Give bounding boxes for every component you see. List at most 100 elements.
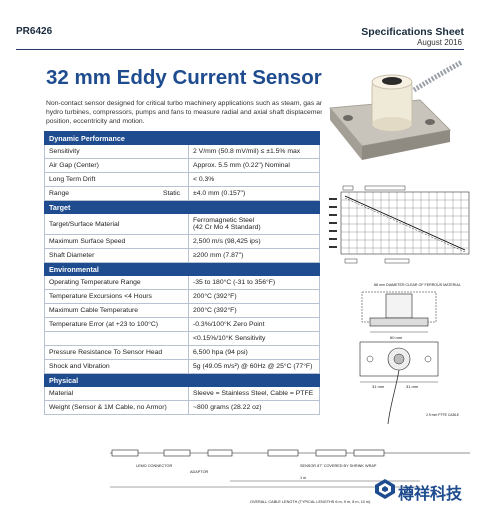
- label-adaptor: ADAPTOR: [190, 470, 209, 474]
- product-photo: [322, 60, 472, 172]
- header-rule: [16, 49, 464, 50]
- watermark-logo: 樽祥科技: [374, 478, 462, 505]
- mounting-hole: [425, 119, 435, 125]
- table-row: Operating Temperature Range-35 to 180°C …: [44, 275, 320, 290]
- spec-value: 200°C (392°F): [188, 303, 320, 318]
- watermark-text: 樽祥科技: [398, 486, 463, 503]
- spec-key-static: Static: [163, 190, 180, 197]
- section-target: Target: [44, 200, 320, 214]
- sensor-base: [372, 117, 412, 131]
- spec-value-line2: (42 Cr Mo 4 Standard): [193, 224, 261, 231]
- section-dynamic: Dynamic Performance: [44, 131, 320, 145]
- sensor-core: [393, 353, 405, 365]
- mount-hole-right: [424, 355, 432, 363]
- section-environmental: Environmental: [44, 262, 320, 276]
- spec-value: Sleeve = Stainless Steel, Cable = PTFE: [188, 386, 320, 401]
- spec-value: -35 to 180°C (-31 to 356°F): [188, 275, 320, 290]
- spec-key: Shaft Diameter: [44, 248, 189, 263]
- label-overall-length: OVERALL CABLE LENGTH (TYPICAL LENGTHS 6 …: [250, 500, 371, 504]
- spec-key: Temperature Error (at +23 to 100°C): [44, 317, 189, 332]
- cable-diagram: LEMO CONNECTOR ADAPTOR SENSOR 87" COVERE…: [110, 449, 470, 504]
- plate-side-view: [369, 317, 429, 327]
- spec-value: 5g (49.05 m/s²) @ 60Hz @ 25°C (77°F): [188, 359, 320, 374]
- sheet-title: Specifications Sheet: [361, 26, 464, 38]
- table-row: <0.15%/10°K Sensitivity: [44, 331, 320, 346]
- section-physical: Physical: [44, 373, 320, 387]
- spec-value: ~800 grams (28.22 oz): [188, 400, 320, 415]
- spec-value: Ferromagnetic Steel(42 Cr Mo 4 Standard): [188, 213, 320, 235]
- drawing-label-60: 60 mm: [390, 335, 403, 340]
- table-row: Temperature Error (at +23 to 100°C)-0.3%…: [44, 317, 320, 332]
- table-row: Long Term Drift< 0.3%: [44, 172, 320, 187]
- spec-value: 200°C (392°F): [188, 289, 320, 304]
- mounting-plate-front: [362, 130, 450, 160]
- spec-key: Maximum Surface Speed: [44, 234, 189, 249]
- calibration-line: [344, 195, 466, 251]
- spec-key: Sensitivity: [44, 144, 189, 159]
- table-row: Weight (Sensor & 1M Cable, no Armor)~800…: [44, 400, 320, 415]
- spec-key: Temperature Excursions <4 Hours: [44, 289, 189, 304]
- label-lemo-connector: LEMO CONNECTOR: [136, 464, 172, 468]
- model-number: PR6426: [16, 26, 53, 37]
- cable-segment: [315, 449, 347, 457]
- drawing-label-31b: 31 mm: [406, 384, 419, 389]
- spec-value: 6,500 hpa (94 psi): [188, 345, 320, 360]
- armored-cable: [412, 60, 464, 93]
- cable-segment: [267, 449, 299, 457]
- adaptor-part: [163, 449, 191, 457]
- spec-key: Long Term Drift: [44, 172, 189, 187]
- mounting-plate-side: [330, 108, 362, 160]
- chart-axis-ticks: [329, 198, 337, 248]
- table-row: Shaft Diameter≥200 mm (7.87"): [44, 248, 320, 263]
- spec-key: Target/Surface Material: [44, 213, 189, 235]
- drawing-label-31a: 31 mm: [372, 384, 385, 389]
- spec-value: < 0.3%: [188, 172, 320, 187]
- chart-footer-box: [384, 258, 410, 264]
- label-sensor-covered: SENSOR 87" COVERED BY SHRINK WRAP: [300, 464, 377, 468]
- sheet-date: August 2016: [417, 38, 462, 47]
- tolerance-line: [344, 197, 466, 253]
- spec-key: Material: [44, 386, 189, 401]
- spec-key-range: Range: [49, 190, 70, 197]
- lemo-connector: [111, 449, 139, 457]
- sensor-side-view: [385, 293, 413, 319]
- shrink-wrap: [353, 449, 385, 457]
- spec-value: Approx. 5.5 mm (0.22") Nominal: [188, 158, 320, 173]
- sensor-cable: [387, 369, 400, 425]
- spec-key: Weight (Sensor & 1M Cable, no Armor): [44, 400, 189, 415]
- product-description: Non-contact sensor designed for critical…: [46, 100, 328, 125]
- spec-key: Pressure Resistance To Sensor Head: [44, 345, 189, 360]
- label-1m: 1 m: [300, 476, 306, 480]
- drawing-label-ptfe: 2.9 mm PTFE CABLE: [426, 413, 460, 417]
- sensor-tip: [382, 77, 402, 85]
- spec-key: Shock and Vibration: [44, 359, 189, 374]
- mounting-hole: [343, 115, 353, 121]
- spec-key: Air Gap (Center): [44, 158, 189, 173]
- spec-value: 2 V/mm (50.8 mV/mil) ≤ ±1.5% max: [188, 144, 320, 159]
- spec-value-line1: Ferromagnetic Steel: [193, 217, 255, 224]
- calibration-chart: [329, 185, 470, 264]
- spec-key: Range Static: [44, 186, 189, 201]
- logo-icon: [375, 479, 395, 499]
- adaptor-part: [207, 449, 233, 457]
- drawing-label-diameter: 88 mm DIAMETER CLEAR OF FERROUS MATERIAL: [374, 283, 461, 287]
- chart-legend-box: [342, 185, 354, 191]
- table-row: Air Gap (Center)Approx. 5.5 mm (0.22") N…: [44, 158, 320, 173]
- dimension-drawing: 88 mm DIAMETER CLEAR OF FERROUS MATERIAL…: [359, 283, 461, 425]
- spec-value: 2,500 m/s (98,425 ips): [188, 234, 320, 249]
- spec-key: Maximum Cable Temperature: [44, 303, 189, 318]
- chart-legend-box: [364, 185, 406, 191]
- page-title: 32 mm Eddy Current Sensor: [46, 66, 322, 89]
- spec-value: -0.3%/100°K Zero Point: [188, 317, 320, 332]
- spec-key: [44, 331, 189, 346]
- spec-value: <0.15%/10°K Sensitivity: [188, 331, 320, 346]
